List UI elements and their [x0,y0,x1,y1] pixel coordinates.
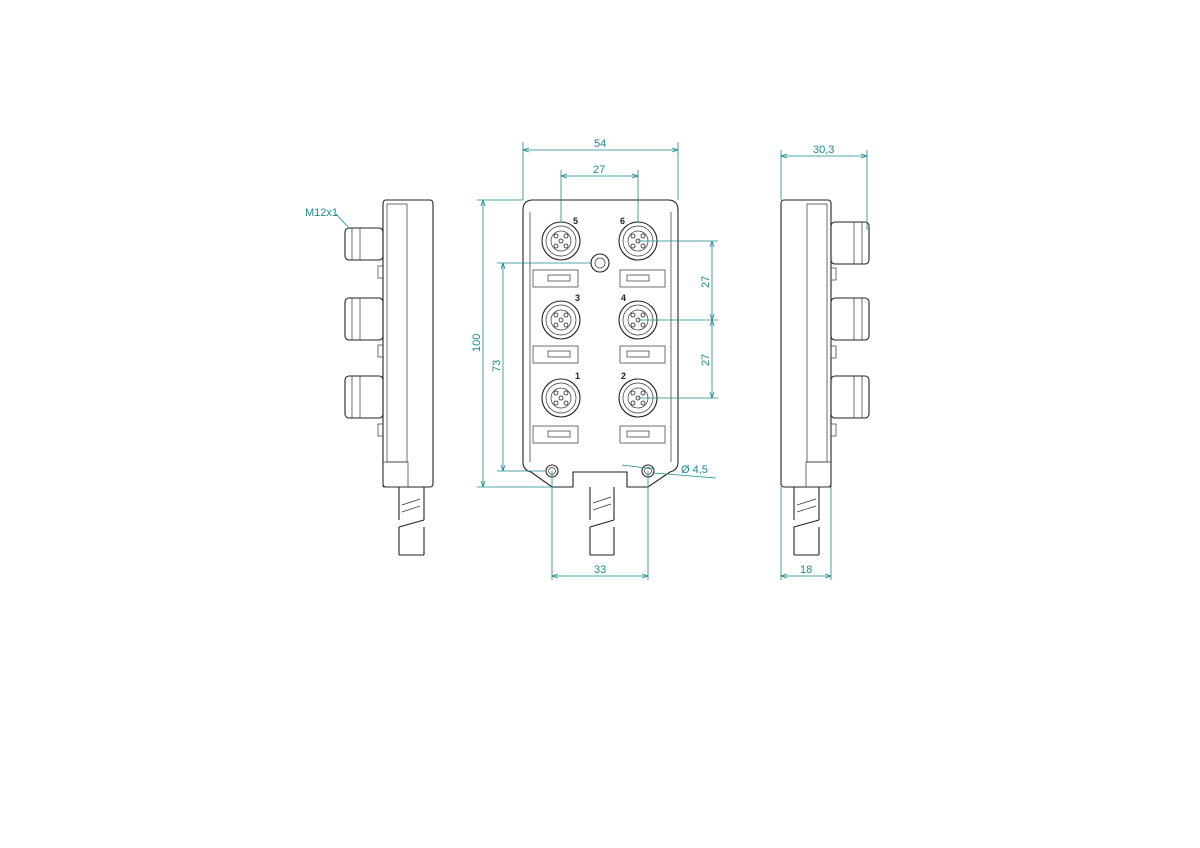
dim-hole-diameter: Ø 4,5 [681,464,708,476]
dim-overall-height: 100 [471,334,483,352]
port-4-number: 4 [621,293,626,303]
dim-pitch-upper: 27 [700,276,712,288]
port-2-number: 2 [621,371,626,381]
dimension-lines: 54 27 30,3 100 73 27 27 [471,138,868,580]
port-1: 1 [541,371,581,418]
port-6-number: 6 [620,216,625,226]
left-connector-bottom [344,375,384,437]
row-separators [532,269,666,444]
dim-pitch-lower: 27 [700,354,712,366]
dim-overall-width: 54 [594,138,606,150]
port-3: 3 [541,293,581,340]
port-5-number: 5 [573,216,578,226]
right-cable [793,487,820,556]
left-side-view: M12x1 [305,199,434,556]
front-cable [589,487,615,556]
dim-mount-height: 73 [491,360,503,372]
status-led [590,253,610,273]
right-connector-bottom [830,375,870,437]
port-3-number: 3 [575,293,580,303]
port-1-number: 1 [575,371,580,381]
right-side-view [780,199,870,556]
front-view: 5 6 3 4 [522,199,679,556]
dim-side-depth: 30,3 [813,144,834,156]
left-connector-middle [344,297,384,358]
thread-label: M12x1 [305,207,338,219]
dim-body-depth: 18 [800,564,812,576]
dim-mount-spacing: 33 [594,564,606,576]
dim-port-spacing: 27 [593,164,605,176]
left-cable [398,487,425,556]
left-connector-top [344,227,384,279]
right-connector-middle [830,297,870,359]
right-connector-top [830,221,870,281]
